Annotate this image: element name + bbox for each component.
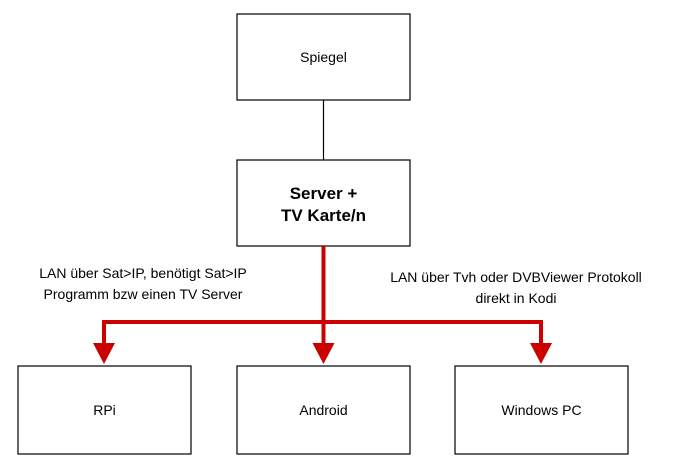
- right-edge-label-line1: LAN über Tvh oder DVBViewer Protokoll: [390, 269, 642, 285]
- rpi-box: [17, 365, 192, 455]
- android-box: [236, 365, 411, 455]
- arrowhead-rpi: [93, 343, 115, 364]
- server-box: [236, 159, 411, 247]
- server-label-line1: Server +: [290, 184, 358, 203]
- server-label-line2: TV Karte/n: [281, 206, 366, 225]
- right-edge-label-line2: direkt in Kodi: [476, 290, 557, 306]
- spiegel-label: Spiegel: [300, 49, 347, 65]
- android-label: Android: [299, 402, 347, 418]
- rpi-label: RPi: [93, 402, 116, 418]
- left-edge-label-line2: Programm bzw einen TV Server: [44, 286, 243, 302]
- windows-box: [454, 365, 629, 455]
- spiegel-box: [236, 13, 411, 101]
- arrowhead-windows: [530, 343, 552, 364]
- windows-label: Windows PC: [501, 402, 581, 418]
- arrowhead-android: [312, 343, 335, 364]
- left-edge-label-line1: LAN über Sat>IP, benötigt Sat>IP: [39, 265, 247, 281]
